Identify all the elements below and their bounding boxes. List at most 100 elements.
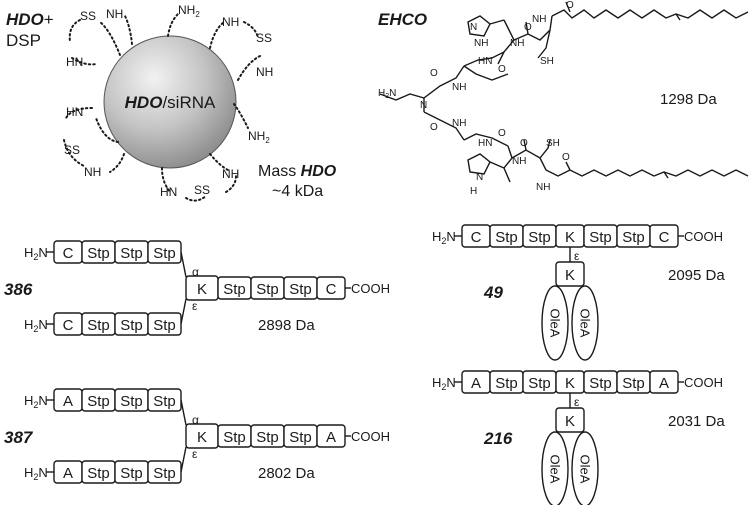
arm-residue: C (53, 240, 83, 264)
ehco-atom-labels: NH O N NH NH O SH HN O O NH H2N N NH O H… (378, 0, 574, 197)
residue-label: Stp (87, 465, 110, 482)
lipid-label: OleA (548, 309, 563, 338)
nh-label: NH (256, 65, 273, 79)
residue-label: K (197, 429, 207, 446)
oleic-acid: OleA (541, 285, 569, 361)
residue-label: Stp (153, 245, 176, 262)
main-residue: Stp (217, 424, 252, 448)
residue-label: A (471, 375, 481, 392)
backbone-residue: Stp (616, 224, 651, 248)
lipid-label: OleA (548, 455, 563, 484)
alpha-label: α (192, 265, 199, 279)
residue-label: Stp (120, 465, 143, 482)
backbone-residue: Stp (583, 370, 618, 394)
lipid-label: OleA (578, 455, 593, 484)
main-residue: Stp (217, 276, 252, 300)
nh-label: NH (512, 156, 526, 167)
residue-label: Stp (289, 429, 312, 446)
hn-label: HN (66, 105, 83, 119)
o-label: O (498, 128, 506, 139)
residue-label: Stp (153, 317, 176, 334)
oligomer-id: 49 (483, 283, 503, 302)
hn-label: HN (478, 138, 492, 149)
residue-label: C (659, 229, 670, 246)
n-terminus-label: H2N (24, 465, 48, 482)
c-terminus-label: COOH (351, 429, 390, 444)
residue-label: C (326, 281, 337, 298)
residue-label: C (63, 245, 74, 262)
h2n-label: H2N (378, 88, 396, 100)
n-terminus-label: H2N (24, 317, 48, 334)
residue-label: Stp (589, 229, 612, 246)
epsilon-label: ε (192, 299, 198, 313)
epsilon-label: ε (574, 395, 580, 409)
backbone-residue: A (461, 370, 491, 394)
main-residue: A (316, 424, 346, 448)
residue-label: A (63, 393, 73, 410)
residue-label: C (63, 317, 74, 334)
alpha-label: α (192, 413, 199, 427)
nh-label: NH (222, 167, 239, 181)
main-residue: Stp (283, 276, 318, 300)
residue-label: Stp (87, 245, 110, 262)
ss-label: SS (256, 31, 272, 45)
side-lysine: K (555, 407, 585, 433)
residue-label: Stp (589, 375, 612, 392)
arm-residue: Stp (147, 312, 182, 336)
residue-label: Stp (153, 465, 176, 482)
main-residue: Stp (283, 424, 318, 448)
mass-value: ~4 kDa (272, 183, 323, 200)
arm-residue: Stp (81, 460, 116, 484)
residue-label: K (565, 267, 575, 284)
sh-label: SH (540, 56, 554, 67)
oligomer-mass: 2898 Da (258, 317, 315, 334)
residue-label: A (63, 465, 73, 482)
o-label: O (430, 68, 438, 79)
arm-residue: Stp (114, 388, 149, 412)
main-residue: C (316, 276, 346, 300)
n-terminus-label: H2N (24, 393, 48, 410)
c-terminus-label: COOH (684, 229, 723, 244)
n-terminus-label: H2N (432, 229, 456, 246)
dsp-linkers (63, 13, 261, 202)
residue-label: K (197, 281, 207, 298)
nh-label: NH (84, 165, 101, 179)
nh-label: NH (106, 7, 123, 21)
lipid-label: OleA (578, 309, 593, 338)
nh2-label: NH2 (248, 129, 270, 145)
branch-lysine: K (185, 423, 219, 449)
ss-label: SS (64, 143, 80, 157)
residue-label: A (659, 375, 669, 392)
arm-residue: C (53, 312, 83, 336)
arm-residue: Stp (114, 312, 149, 336)
arm-residue: A (53, 388, 83, 412)
arm-residue: Stp (114, 240, 149, 264)
backbone-residue: C (461, 224, 491, 248)
dsp-group-labels: SS NH HN NH2 NH SS NH HN SS NH NH2 HN SS… (64, 3, 273, 199)
ehco-panel: EHCO 1298 Da (378, 0, 749, 197)
residue-label: Stp (289, 281, 312, 298)
oligomer-id: 387 (4, 428, 34, 447)
n-label: N (476, 172, 483, 183)
oligomer-id: 386 (4, 280, 33, 299)
c-terminus-label: COOH (351, 281, 390, 296)
nh-label: NH (452, 118, 466, 129)
residue-label: K (565, 375, 575, 392)
residue-label: A (326, 429, 336, 446)
hn-label: HN (66, 55, 83, 69)
n-label: N (470, 22, 477, 33)
nh-label: NH (452, 82, 466, 93)
o-label: O (430, 122, 438, 133)
arm-residue: A (53, 460, 83, 484)
epsilon-label: ε (574, 249, 580, 263)
nh-label: NH (536, 182, 550, 193)
dsp-subtitle: DSP (6, 31, 41, 50)
hn-label: HN (478, 56, 492, 67)
backbone-residue: Stp (489, 224, 524, 248)
c-terminus-label: COOH (684, 375, 723, 390)
arm-residue: Stp (81, 312, 116, 336)
